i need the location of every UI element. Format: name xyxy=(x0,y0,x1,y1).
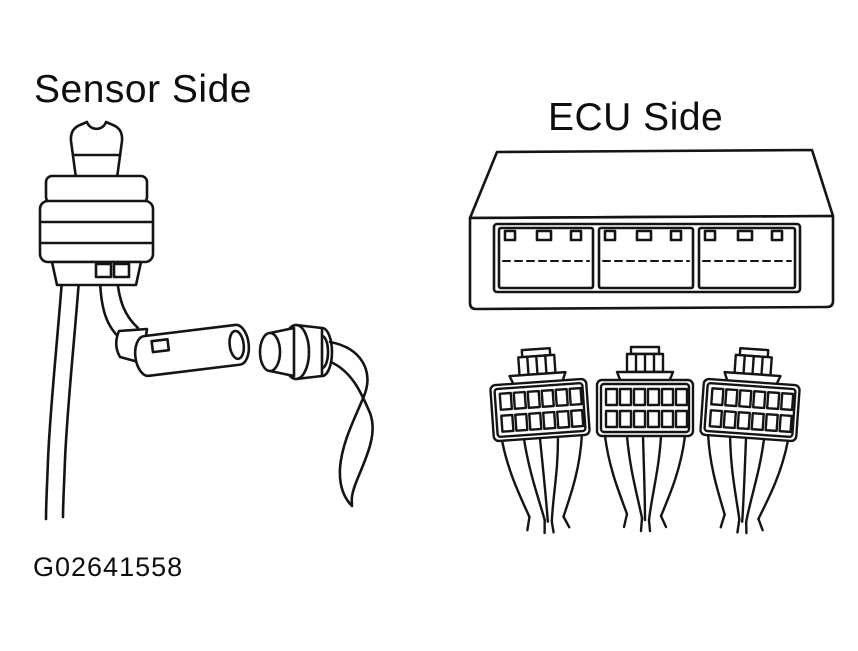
sensor-side-label: Sensor Side xyxy=(34,68,252,111)
ecu-side-label: ECU Side xyxy=(548,96,724,139)
ecu-box-drawing xyxy=(468,148,835,311)
harness-connector-drawing xyxy=(486,344,598,538)
harness-connector-drawing xyxy=(595,345,695,533)
harness-connector-drawing xyxy=(692,344,804,538)
figure-id: G02641558 xyxy=(33,552,184,582)
sensor-connector-drawing xyxy=(38,120,374,521)
